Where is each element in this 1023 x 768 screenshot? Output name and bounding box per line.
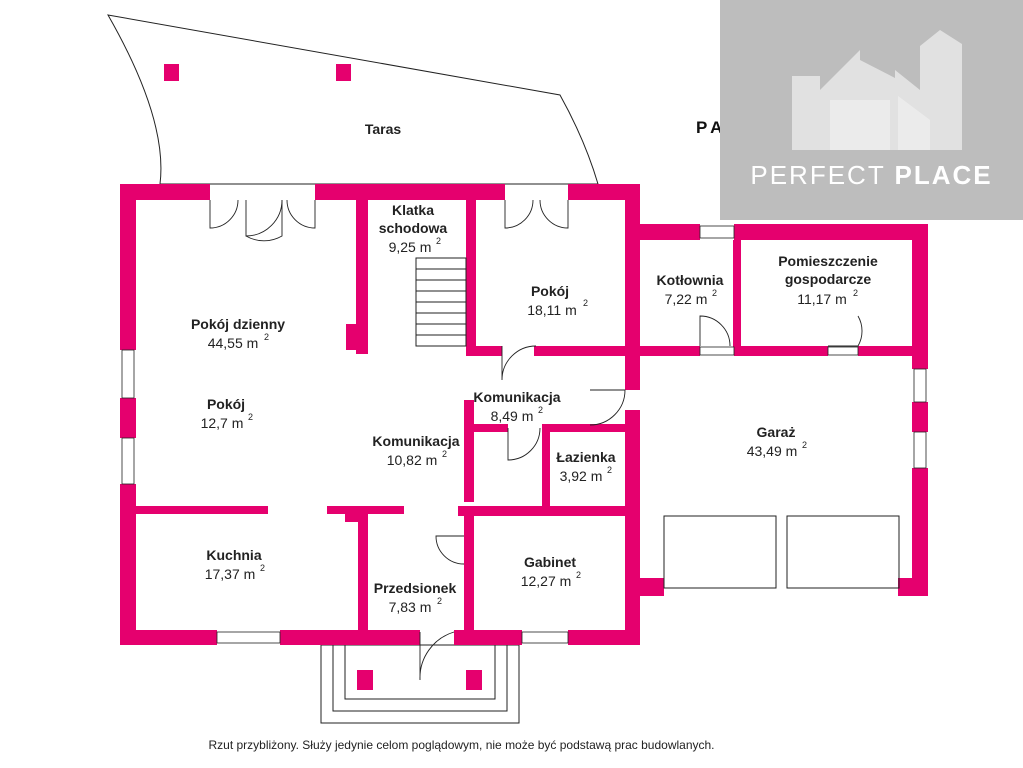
disclaimer-text: Rzut przybliżony. Służy jedynie celom po…	[208, 738, 715, 752]
room-name-klatka-2: schodowa	[379, 220, 448, 236]
room-area-przedsionek: 7,83 m	[389, 599, 432, 615]
room-area-kotlownia: 7,22 m	[665, 291, 708, 307]
brand-buildings-icon	[792, 30, 962, 150]
room-name-komunikacja-right: Komunikacja	[473, 389, 560, 405]
area-sup: 2	[712, 288, 717, 298]
entrance-pillar	[466, 670, 482, 690]
walls	[120, 184, 928, 645]
room-area-komunikacja-right: 8,49 m	[491, 408, 534, 424]
room-area-pokoj-dzienny: 44,55 m	[208, 335, 259, 351]
area-sup: 2	[607, 465, 612, 475]
brand-name-light: PERFECT	[750, 160, 886, 190]
room-name-pokoj-top: Pokój	[531, 283, 569, 299]
brand-name-bold: PLACE	[894, 160, 993, 190]
area-sup: 2	[264, 332, 269, 342]
room-area-garaz: 43,49 m	[747, 443, 798, 459]
area-sup: 2	[576, 570, 581, 580]
room-area-gabinet: 12,27 m	[521, 573, 572, 589]
room-area-pokoj-left: 12,7 m	[201, 415, 244, 431]
room-name-gabinet: Gabinet	[524, 554, 576, 570]
brand-logo: PERFECT PLACE	[720, 0, 1023, 220]
entrance-pillar	[357, 670, 373, 690]
room-name-pokoj-left: Pokój	[207, 396, 245, 412]
room-name-klatka: Klatka	[392, 202, 434, 218]
area-sup: 2	[442, 449, 447, 459]
brand-name: PERFECT PLACE	[720, 160, 1023, 191]
room-name-pokoj-dzienny: Pokój dzienny	[191, 316, 285, 332]
room-area-pokoj-top: 18,11 m	[527, 302, 577, 318]
area-sup: 2	[853, 288, 858, 298]
room-name-garaz: Garaż	[757, 424, 796, 440]
staircase	[415, 257, 467, 347]
door-swings	[209, 199, 863, 681]
room-area-lazienka: 3,92 m	[560, 468, 603, 484]
area-sup: 2	[436, 236, 441, 246]
terrace-pillar	[336, 64, 351, 81]
room-name-przedsionek: Przedsionek	[374, 580, 457, 596]
room-name-kotlownia: Kotłownia	[657, 272, 724, 288]
room-area-pomieszczenie: 11,17 m	[797, 291, 847, 307]
area-sup: 2	[802, 440, 807, 450]
room-name-pomieszczenie: Pomieszczenie	[778, 253, 878, 269]
windows	[121, 225, 927, 644]
area-sup: 2	[583, 298, 588, 308]
room-area-komunikacja-center: 10,82 m	[387, 452, 438, 468]
area-sup: 2	[260, 563, 265, 573]
room-area-klatka: 9,25 m	[389, 239, 432, 255]
room-name-pomieszczenie-2: gospodarcze	[785, 271, 872, 287]
area-sup: 2	[248, 412, 253, 422]
room-name-komunikacja-center: Komunikacja	[372, 433, 459, 449]
area-sup: 2	[538, 405, 543, 415]
room-name-kuchnia: Kuchnia	[206, 547, 261, 563]
terrace-pillar	[164, 64, 179, 81]
terrace-outline	[107, 14, 599, 185]
room-name-lazienka: Łazienka	[556, 449, 615, 465]
room-name-taras: Taras	[365, 121, 402, 137]
room-area-kuchnia: 17,37 m	[205, 566, 256, 582]
garage-doors	[663, 515, 900, 589]
area-sup: 2	[437, 596, 442, 606]
